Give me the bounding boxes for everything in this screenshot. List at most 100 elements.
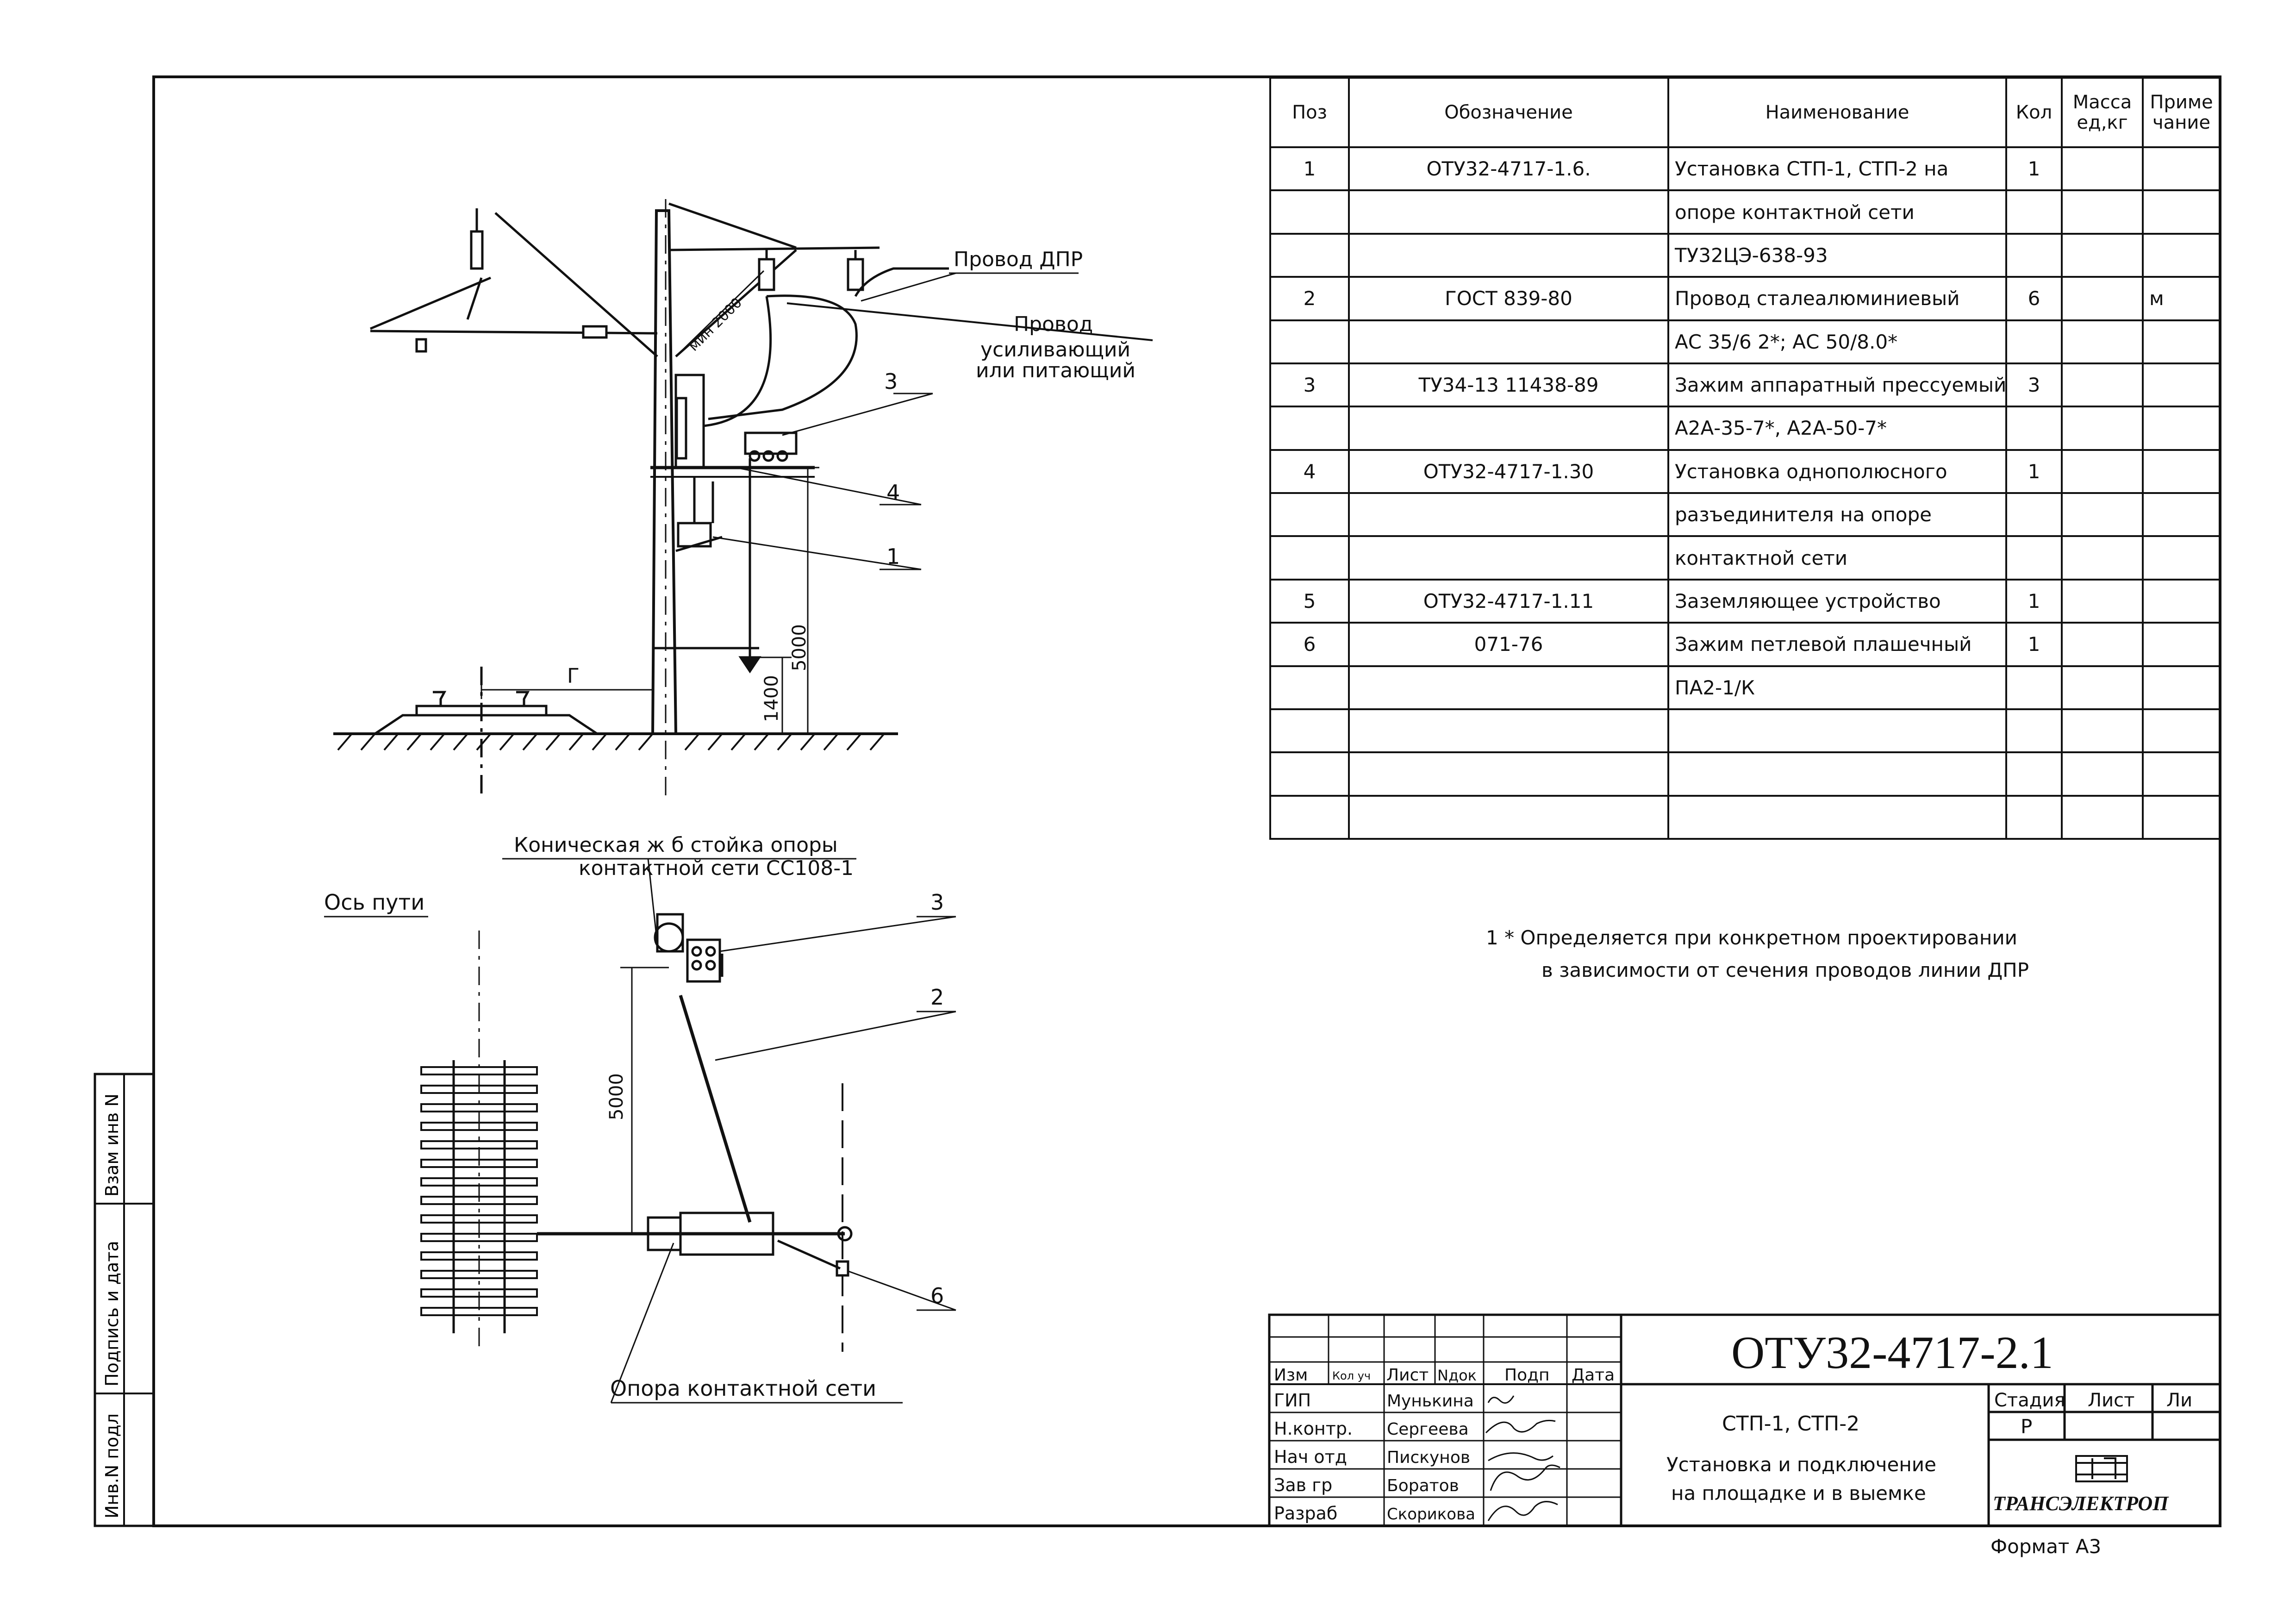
table-cell [2061,622,2144,667]
table-cell: Установка СТП-1, СТП-2 на [1667,146,2007,192]
rail-left [433,691,447,707]
leader-support [610,1243,674,1403]
elevation-view [333,199,1153,796]
table-cell [1269,751,1350,797]
col-podp: Подп [1504,1366,1550,1385]
table-cell [1348,708,1669,754]
table-cell [2061,492,2144,537]
leader-6-plan [847,1270,956,1311]
sheet-title-1: СТП-1, СТП-2 [1722,1412,1859,1436]
insulator-left-top [470,230,484,270]
col-list: Лист [1386,1366,1429,1385]
table-cell: ПА2-1/К [1667,665,2007,710]
table-cell [2061,578,2144,624]
table-cell [2005,406,2063,451]
col-data: Дата [1572,1366,1615,1385]
table-row: А2А-35-7*, А2А-50-7* [1269,406,2221,451]
table-cell [1348,232,1669,278]
leader-pole-label [647,858,658,945]
spec-header-name: Наименование [1667,77,2007,148]
table-cell [2005,232,2063,278]
table-cell [2142,622,2221,667]
table-cell [2142,319,2221,364]
title-block [1268,1313,2221,1527]
table-cell: Зажим аппаратный прессуемый [1667,362,2007,408]
label-wire-2: усиливающий [980,338,1130,362]
table-cell [2005,665,2063,710]
table-cell [2142,751,2221,797]
label-pole-type-1: Коническая ж б стойка опоры [514,833,838,857]
dpr-arm [668,246,880,251]
table-cell: ГОСТ 839-80 [1348,276,1669,321]
table-cell: 1 [2005,578,2063,624]
table-cell: 3 [2005,362,2063,408]
table-cell [2142,406,2221,451]
specification-table: Поз Обозначение Наименование Кол Масса е… [1269,77,2221,840]
table-cell [1348,492,1669,537]
table-cell [2005,189,2063,235]
ground-hatch [337,733,885,751]
table-cell [2061,362,2144,408]
label-wire-1: Провод [1014,312,1093,336]
table-row [1269,751,2221,797]
cantilever-upper [494,212,658,357]
cantilever-stay [370,276,491,330]
table-cell [2061,189,2144,235]
callout-2-plan: 2 [930,985,944,1010]
leader-3-elev [782,393,933,436]
table-cell [2061,146,2144,192]
table-cell [1667,751,2007,797]
table-row: АС 35/6 2*; АС 50/8.0* [1269,319,2221,364]
label-pole-type-2: контактной сети СС108-1 [579,856,854,880]
title-block-text: ОТУ32-4717-2.1 Изм Кол уч Лист Nдок Подп… [1274,1327,2192,1558]
name-nach-otd: Пискунов [1387,1448,1470,1467]
table-cell: ТУ34-13 11438-89 [1348,362,1669,408]
table-cell: Зажим петлевой плашечный [1667,622,2007,667]
side-label-replaced: Взам инв N [102,1093,122,1197]
dim-g-text: Г [567,664,580,688]
table-cell: м [2142,276,2221,321]
table-cell [2061,232,2144,278]
sheet-header: Лист [2088,1390,2134,1411]
role-nkontr: Н.контр. [1274,1418,1353,1439]
disconnector-plan [656,913,684,953]
table-cell [2061,751,2144,797]
table-cell [2061,708,2144,754]
signature-1 [1487,1395,1515,1404]
table-cell: опоре контактной сети [1667,189,2007,235]
table-cell [2005,492,2063,537]
table-cell [1269,492,1350,537]
table-cell [2061,665,2144,710]
table-cell: 1 [2005,146,2063,192]
leader-feeder [786,302,1153,341]
sheet-title-3: на площадке и в выемке [1671,1482,1926,1505]
signature-3 [1488,1452,1554,1462]
plan-labels: Коническая ж б стойка опоры контактной с… [324,833,944,1401]
format-label: Формат А3 [1990,1535,2101,1558]
name-razrab: Скорикова [1387,1505,1475,1524]
table-row: опоре контактной сети [1269,189,2221,235]
callout-6-plan: 6 [930,1283,944,1308]
table-cell [2142,362,2221,408]
spec-header-qty: Кол [2005,77,2063,148]
table-cell [1348,751,1669,797]
role-razrab: Разраб [1274,1503,1337,1524]
col-kol-uch: Кол уч [1332,1369,1371,1382]
side-label-signature: Подпись и дата [102,1241,122,1387]
doc-code: ОТУ32-4717-2.1 [1731,1327,2053,1378]
table-cell [1348,535,1669,581]
pole-plan-top [654,922,684,953]
table-cell [1667,794,2007,840]
callout-3-elev: 3 [884,369,898,394]
spec-header-mass: Масса ед,кг [2061,77,2144,148]
table-cell: 5 [1269,578,1350,624]
table-cell [2005,708,2063,754]
table-cell [1348,406,1669,451]
side-stamp: Инв.N подл Подпись и дата Взам инв N [94,1073,155,1527]
sheets-header: Ли [2166,1390,2192,1411]
leader-3-plan [719,916,956,952]
